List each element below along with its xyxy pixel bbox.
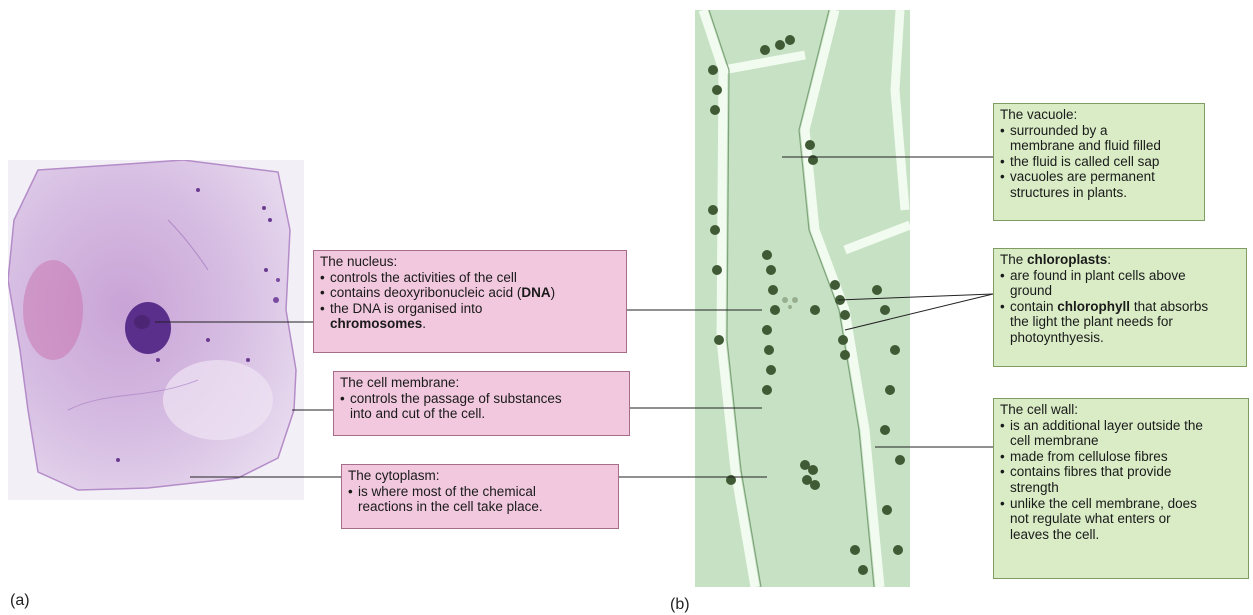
cell-wall-bullet: is an additional layer outside the — [1000, 418, 1242, 434]
chloroplasts-bullet-continued: photoynthyesis. — [1000, 330, 1240, 346]
cytoplasm-label-box: The cytoplasm: is where most of the chem… — [341, 464, 619, 529]
panel-label-b: (b) — [670, 596, 690, 614]
cytoplasm-bullet: is where most of the chemical — [348, 484, 612, 500]
cell-wall-bullet: unlike the cell membrane, does — [1000, 496, 1242, 512]
vacuole-bullet: the fluid is called cell sap — [1000, 154, 1198, 170]
vacuole-label-box: The vacuole: surrounded by a membrane an… — [993, 103, 1205, 221]
nucleus-bullet: the DNA is organised into — [320, 301, 620, 317]
chloroplasts-label-box: The chloroplasts: are found in plant cel… — [993, 248, 1247, 367]
cell-wall-bullet-continued: leaves the cell. — [1000, 527, 1242, 543]
cell-wall-bullet-continued: cell membrane — [1000, 433, 1242, 449]
nucleus-bullet: contains deoxyribonucleic acid (DNA) — [320, 285, 620, 301]
cell-wall-bullet-continued: not regulate what enters or — [1000, 511, 1242, 527]
vacuole-title: The vacuole: — [1000, 107, 1198, 123]
plant-cell-photo — [695, 10, 910, 587]
chloroplasts-bullet-continued: ground — [1000, 283, 1240, 299]
cell-wall-label-box: The cell wall: is an additional layer ou… — [993, 398, 1249, 579]
nucleus-title: The nucleus: — [320, 254, 620, 270]
chloroplasts-bullet: are found in plant cells above — [1000, 268, 1240, 284]
nucleus-bullet: controls the activities of the cell — [320, 270, 620, 286]
nucleus-label-box: The nucleus: controls the activities of … — [313, 250, 627, 353]
chloroplasts-bullet: contain chlorophyll that absorbs — [1000, 299, 1240, 315]
vacuole-bullet: surrounded by a — [1000, 123, 1198, 139]
chloroplasts-bullet-continued: the light the plant needs for — [1000, 314, 1240, 330]
cell-membrane-bullet-continued: into and cut of the cell. — [340, 406, 623, 422]
cytoplasm-title: The cytoplasm: — [348, 468, 612, 484]
cell-wall-bullet: made from cellulose fibres — [1000, 449, 1242, 465]
cytoplasm-bullet-continued: reactions in the cell take place. — [348, 499, 612, 515]
animal-cell-photo — [8, 160, 304, 500]
panel-label-a: (a) — [10, 592, 30, 610]
cell-wall-bullet: contains fibres that provide — [1000, 464, 1242, 480]
nucleus-bullet-continued: chromosomes. — [320, 316, 620, 332]
cell-wall-title: The cell wall: — [1000, 402, 1242, 418]
vacuole-bullet-continued: structures in plants. — [1000, 185, 1198, 201]
cell-wall-bullet-continued: strength — [1000, 480, 1242, 496]
chloroplasts-title: The chloroplasts: — [1000, 252, 1240, 268]
cell-membrane-bullet: controls the passage of substances — [340, 391, 623, 407]
cell-membrane-label-box: The cell membrane: controls the passage … — [333, 371, 630, 436]
cell-membrane-title: The cell membrane: — [340, 375, 623, 391]
vacuole-bullet-continued: membrane and fluid filled — [1000, 138, 1198, 154]
nucleus — [125, 302, 171, 354]
vacuole-bullet: vacuoles are permanent — [1000, 169, 1198, 185]
